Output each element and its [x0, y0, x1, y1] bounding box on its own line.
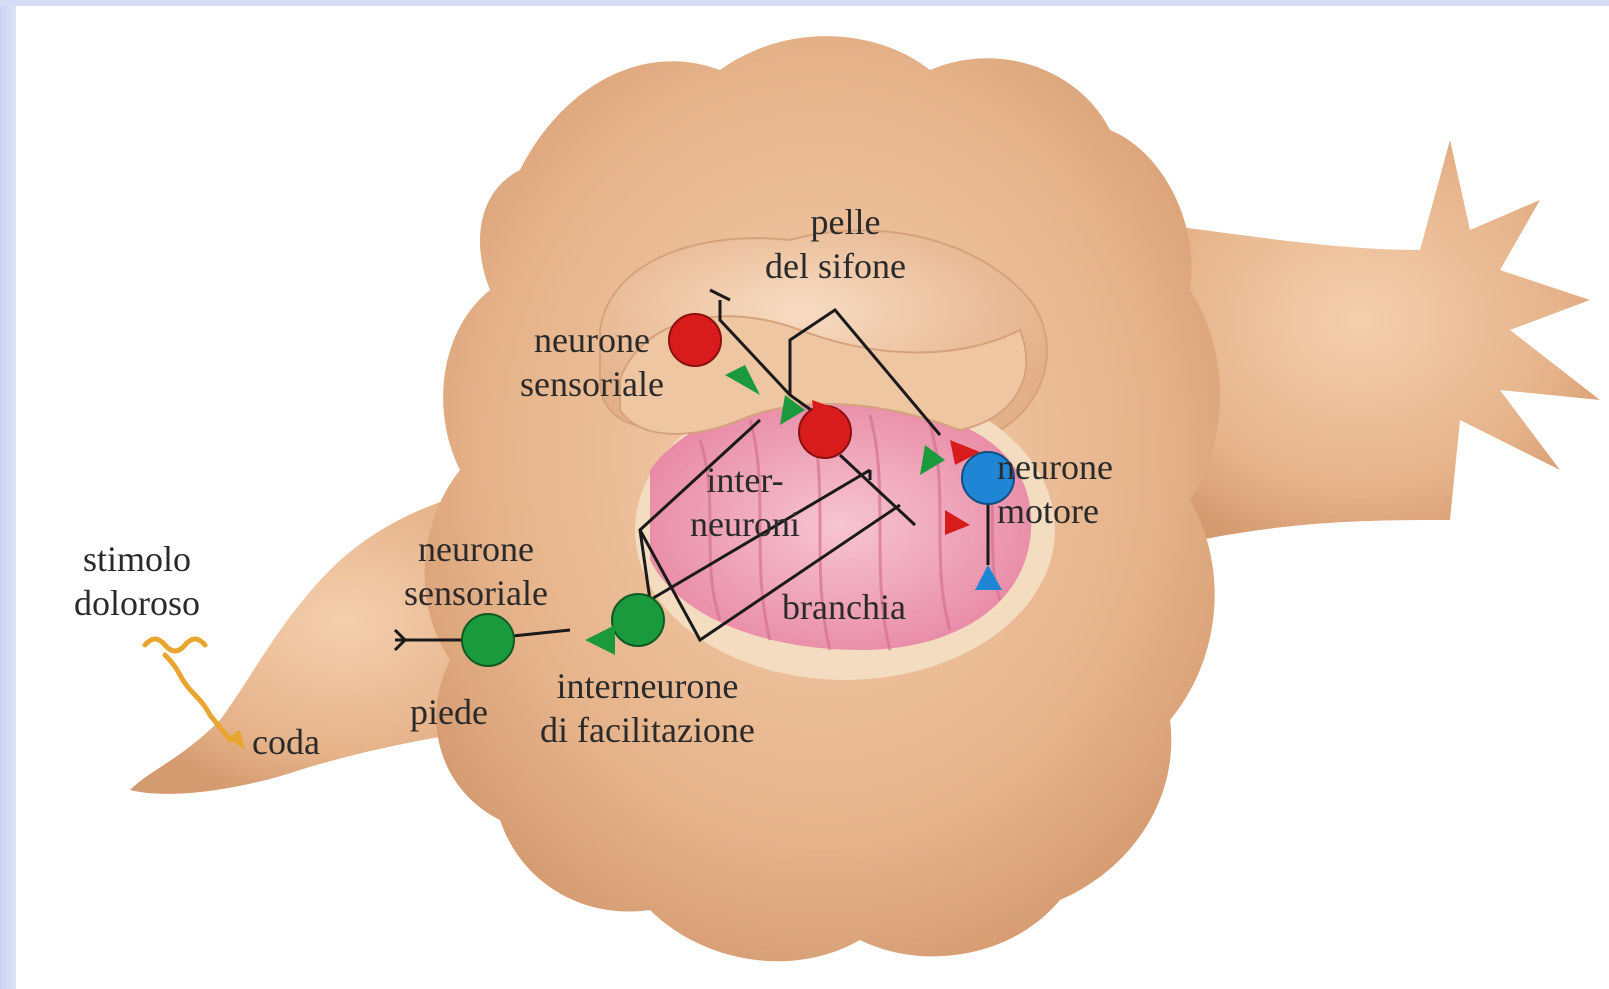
label-pelle-del-sifone: pelle del sifone [785, 200, 906, 288]
sensory-neuron-red [669, 314, 721, 366]
label-interneuroni: inter- neuroni [690, 458, 800, 546]
label-branchia: branchia [782, 585, 906, 629]
label-line: interneurone [540, 664, 755, 708]
label-line: neurone [404, 527, 548, 571]
facilitating-interneuron-green [612, 594, 664, 646]
label-neurone-sensoriale-bottom: neurone sensoriale [404, 527, 548, 615]
label-piede: piede [410, 690, 488, 734]
label-line: sensoriale [520, 362, 664, 406]
label-line: motore [997, 489, 1113, 533]
label-line: inter- [690, 458, 800, 502]
label-interneurone-di-facilitazione: interneurone di facilitazione [540, 664, 755, 752]
label-coda: coda [252, 720, 320, 764]
label-neurone-motore: neurone motore [997, 445, 1113, 533]
label-line: neurone [997, 445, 1113, 489]
label-line: di facilitazione [540, 708, 755, 752]
label-line: sensoriale [404, 571, 548, 615]
sensory-neuron-green [462, 614, 514, 666]
label-neurone-sensoriale-top: neurone sensoriale [520, 318, 664, 406]
label-line: neurone [520, 318, 664, 362]
pain-stimulus-squiggle [145, 639, 230, 740]
label-stimolo-doloroso: stimolo doloroso [74, 537, 200, 625]
label-line: doloroso [74, 581, 200, 625]
label-line: pelle [785, 200, 906, 244]
label-line: stimolo [74, 537, 200, 581]
label-line: neuroni [690, 502, 800, 546]
label-line: del sifone [765, 244, 906, 288]
